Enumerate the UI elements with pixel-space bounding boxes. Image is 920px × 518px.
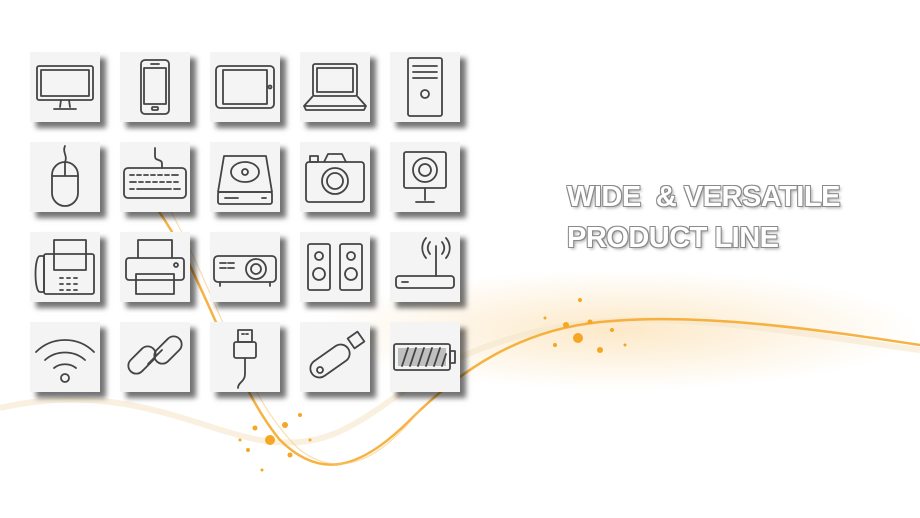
- battery-icon: [393, 343, 456, 371]
- webcam-icon: [403, 151, 447, 203]
- router-icon: [395, 237, 455, 289]
- tile-usb-flash-drive: [300, 322, 370, 392]
- tagline-line-1: WIDE & VERSATILE: [567, 181, 840, 213]
- tile-usb-cable: [210, 322, 280, 392]
- tile-battery: [390, 322, 460, 392]
- tile-keyboard: [120, 142, 190, 212]
- laptop-icon: [303, 63, 367, 111]
- wifi-icon: [35, 339, 95, 383]
- tile-speakers: [300, 232, 370, 302]
- tagline: WIDE & VERSATILE PRODUCT LINE: [567, 177, 840, 259]
- tile-hard-drive: [210, 142, 280, 212]
- mouse-icon: [51, 145, 79, 207]
- speakers-icon: [307, 243, 363, 291]
- tile-tablet: [210, 52, 280, 122]
- usb-flash-drive-icon: [309, 330, 366, 379]
- tile-desktop-tower: [390, 52, 460, 122]
- tile-printer: [120, 232, 190, 302]
- printer-icon: [125, 239, 185, 295]
- tile-wifi: [30, 322, 100, 392]
- tagline-line-2: PRODUCT LINE: [567, 222, 779, 254]
- hard-drive-icon: [217, 155, 273, 205]
- tile-laptop: [300, 52, 370, 122]
- smartphone-icon: [140, 59, 170, 115]
- tile-smartphone: [120, 52, 190, 122]
- camera-icon: [305, 153, 365, 203]
- monitor-icon: [36, 65, 94, 110]
- usb-cable-icon: [233, 329, 257, 389]
- tile-camera: [300, 142, 370, 212]
- tile-projector: [210, 232, 280, 302]
- tile-mouse: [30, 142, 100, 212]
- fax-machine-icon: [34, 239, 95, 295]
- tile-router: [390, 232, 460, 302]
- tile-webcam: [390, 142, 460, 212]
- tile-link: [120, 322, 190, 392]
- desktop-tower-icon: [407, 57, 443, 117]
- tile-fax-machine: [30, 232, 100, 302]
- keyboard-icon: [123, 147, 187, 199]
- tile-monitor: [30, 52, 100, 122]
- projector-icon: [213, 255, 277, 287]
- tablet-icon: [215, 65, 275, 109]
- link-icon: [127, 335, 183, 375]
